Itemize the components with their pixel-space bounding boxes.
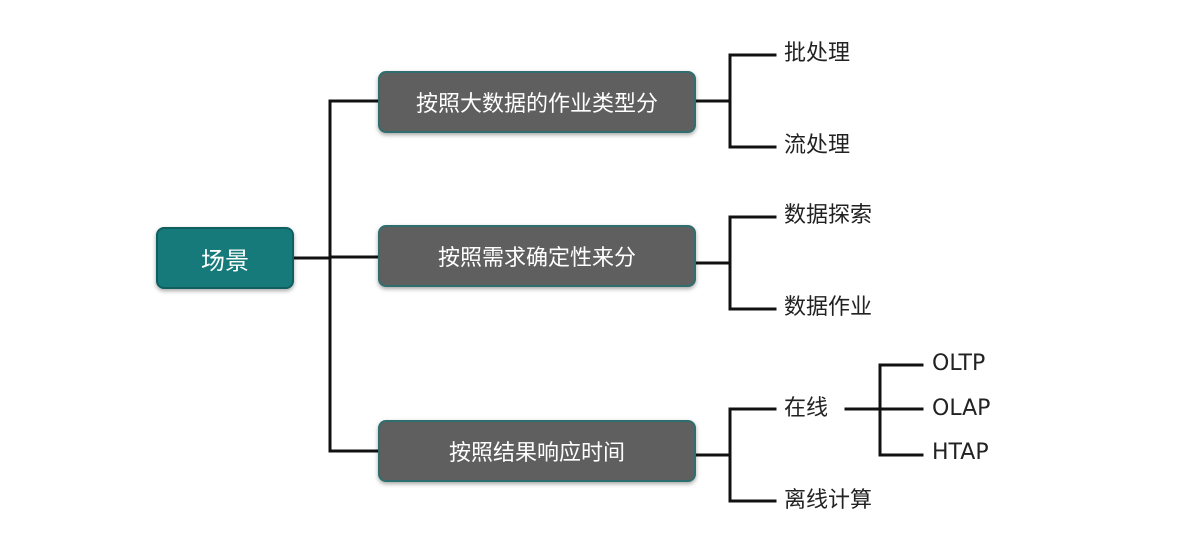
leaf-stream: 流处理 — [784, 133, 851, 158]
leaf-data-exploration: 数据探索 — [784, 203, 873, 228]
leaf-oltp: OLTP — [932, 351, 986, 376]
leaf-offline: 离线计算 — [784, 488, 873, 513]
root-node: 场景 — [156, 227, 294, 289]
branch-label: 按照结果响应时间 — [448, 441, 625, 466]
leaf-olap: OLAP — [932, 396, 991, 421]
branch-node-job-type: 按照大数据的作业类型分 — [378, 71, 696, 133]
leaf-htap: HTAP — [932, 440, 989, 465]
root-label: 场景 — [201, 246, 249, 275]
branch-node-response-time: 按照结果响应时间 — [378, 420, 696, 482]
leaf-data-job: 数据作业 — [784, 295, 873, 320]
leaf-batch: 批处理 — [784, 41, 851, 66]
branch-label: 按照大数据的作业类型分 — [415, 92, 658, 117]
branch-node-requirement: 按照需求确定性来分 — [378, 225, 696, 287]
leaf-online: 在线 — [784, 396, 829, 421]
branch-label: 按照需求确定性来分 — [437, 246, 636, 271]
